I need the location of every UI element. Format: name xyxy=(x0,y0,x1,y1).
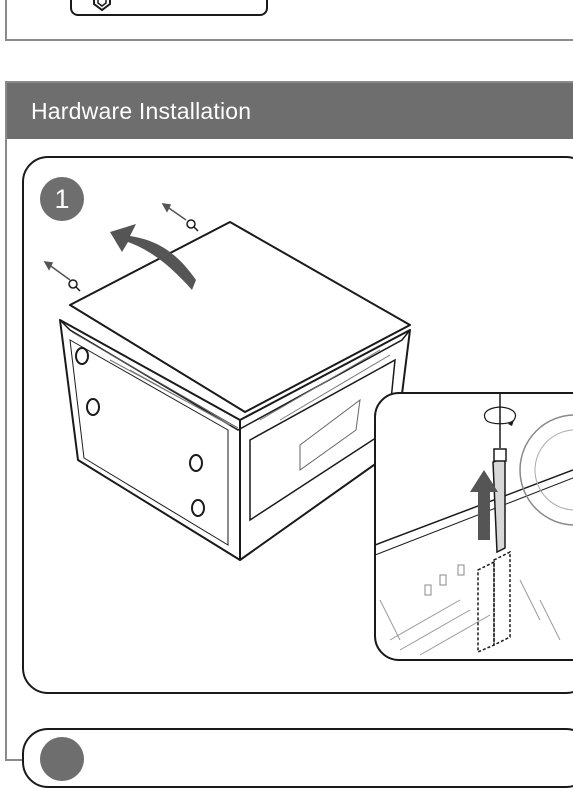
step-2-badge xyxy=(40,737,84,781)
up-arrow xyxy=(470,470,498,540)
step-1-illustration xyxy=(43,203,573,661)
section-title: Hardware Installation xyxy=(7,83,573,139)
inset-detail xyxy=(375,393,573,660)
rotate-icon xyxy=(483,406,517,425)
side-panel xyxy=(69,221,411,413)
previous-section-pill xyxy=(70,0,268,16)
step-1-badge: 1 xyxy=(40,177,84,221)
screw-icon xyxy=(75,347,205,517)
removal-arrow xyxy=(110,224,196,290)
screw-icon xyxy=(68,219,199,292)
step-2-card xyxy=(22,728,573,788)
arrow-icon xyxy=(43,203,187,281)
shield-icon xyxy=(93,0,111,12)
